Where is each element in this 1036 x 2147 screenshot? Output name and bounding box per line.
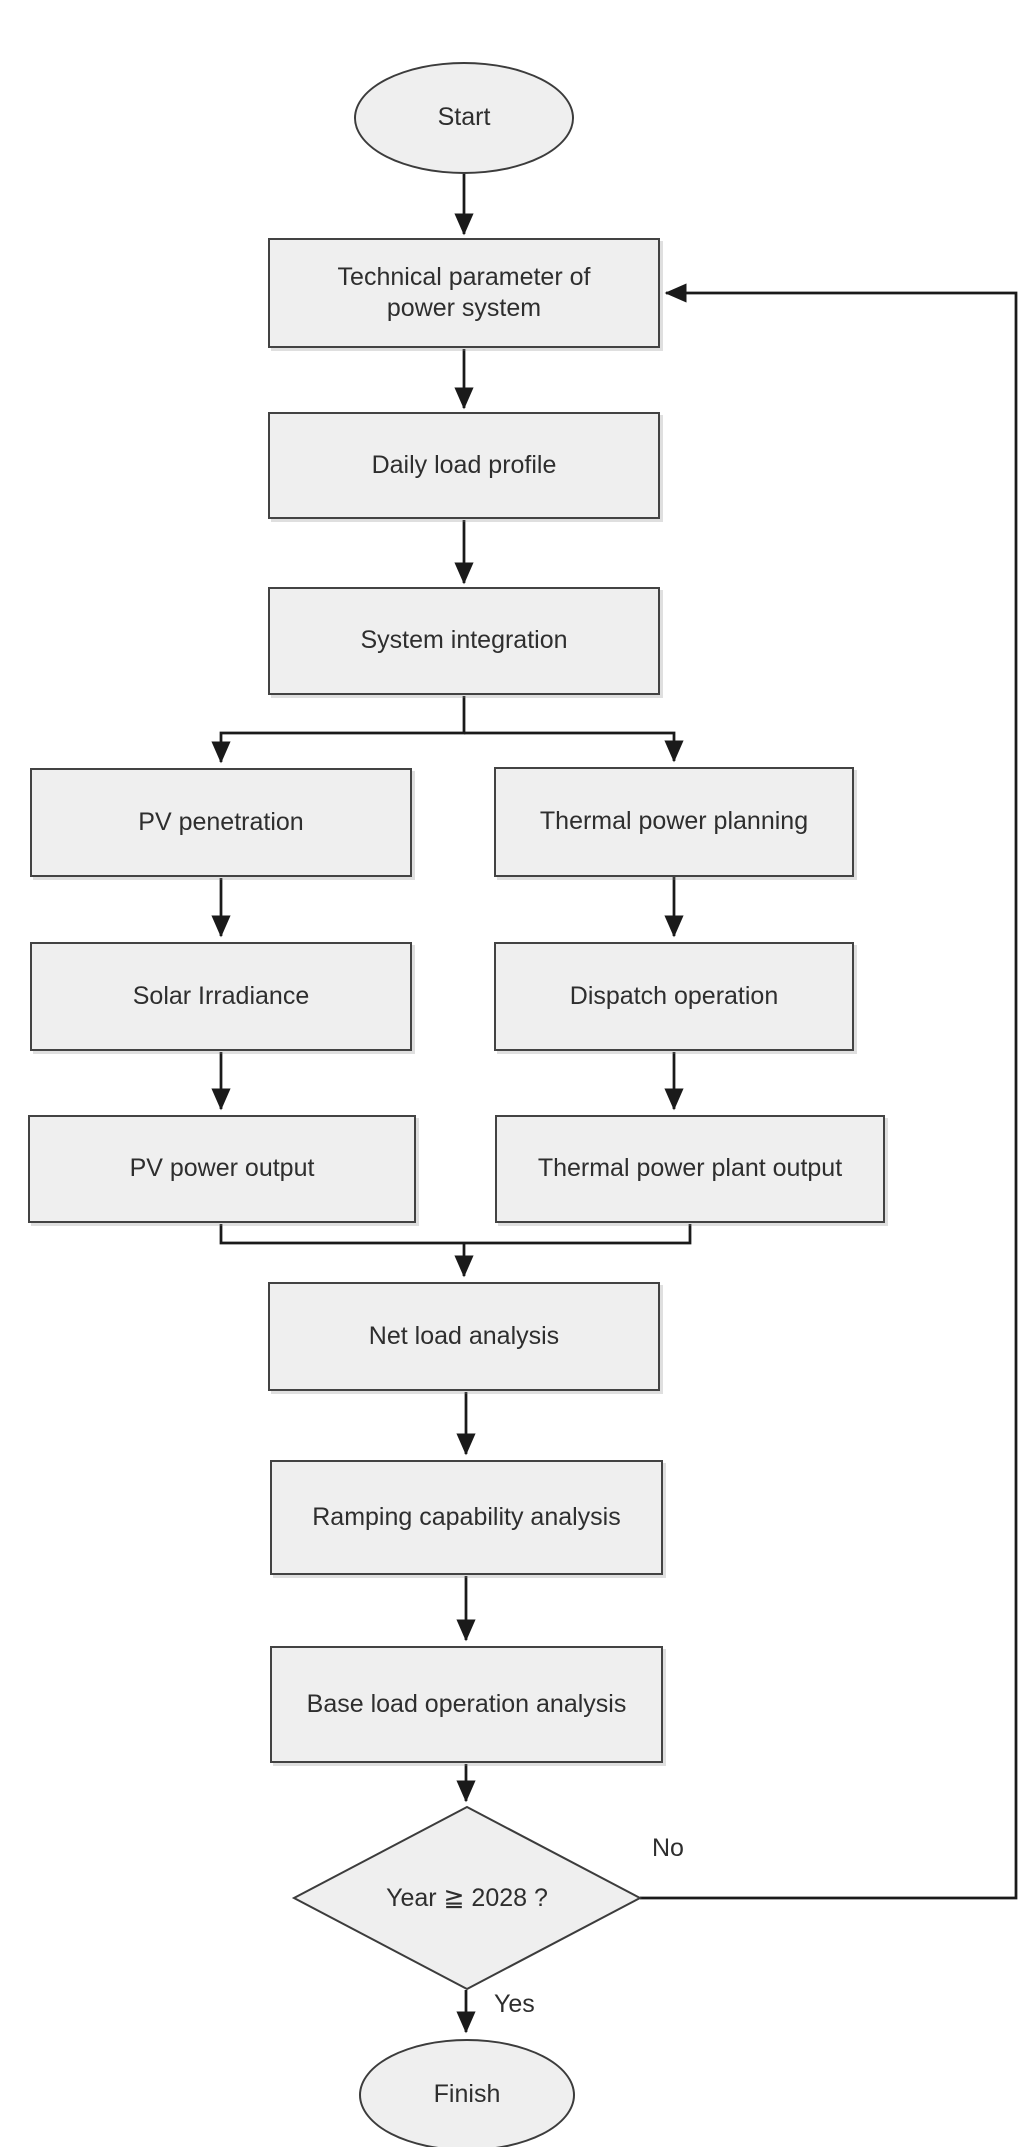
node-dispatch-operation: Dispatch operation xyxy=(494,942,854,1051)
node-decision-year: Year ≧ 2028 ? xyxy=(386,1884,548,1912)
node-ramping-capability-analysis: Ramping capability analysis xyxy=(270,1460,663,1575)
node-thermal-power-plant-output: Thermal power plant output xyxy=(495,1115,885,1223)
node-pv-penetration: PV penetration xyxy=(30,768,412,877)
node-thermal-power-planning: Thermal power planning xyxy=(494,767,854,877)
decision-diamond-shape xyxy=(291,1805,643,1991)
node-system-integration: System integration xyxy=(268,587,660,695)
node-daily-load-profile: Daily load profile xyxy=(268,412,660,519)
edge-system-integration-to-pv-penetration xyxy=(211,696,466,764)
node-technical-parameter: Technical parameter of power system xyxy=(268,238,660,348)
node-finish: Finish xyxy=(359,2039,575,2147)
edge-label-no: No xyxy=(652,1834,684,1862)
node-start: Start xyxy=(354,62,574,174)
edge-label-yes: Yes xyxy=(494,1990,535,2018)
edge-merge-outputs xyxy=(219,1224,692,1245)
node-net-load-analysis: Net load analysis xyxy=(268,1282,660,1391)
node-pv-power-output: PV power output xyxy=(28,1115,416,1223)
node-base-load-operation-analysis: Base load operation analysis xyxy=(270,1646,663,1763)
node-solar-irradiance: Solar Irradiance xyxy=(30,942,412,1051)
edge-system-integration-to-thermal-planning xyxy=(464,731,684,763)
edge-decision-no-loop xyxy=(640,283,1018,1900)
